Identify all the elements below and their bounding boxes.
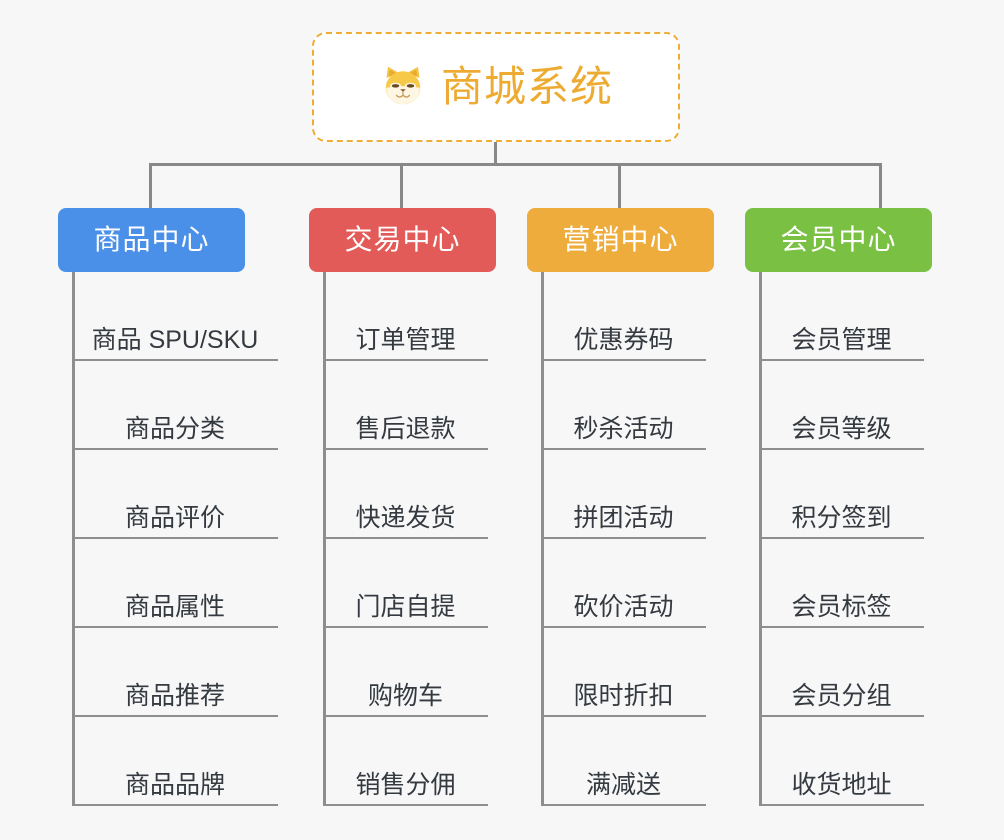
list-item-label: 限时折扣	[573, 682, 674, 710]
list-item-label: 商品评价	[124, 504, 225, 532]
list-item-label: 满减送	[585, 771, 661, 799]
column-stem	[541, 272, 544, 806]
list-item-label: 会员等级	[791, 415, 892, 443]
list-item-label: 砍价活动	[573, 593, 674, 621]
subitem-list: 会员管理 会员等级 积分签到 会员标签 会员分组 收货地址	[759, 272, 924, 806]
root-title: 商城系统	[440, 63, 613, 110]
list-item-label: 销售分佣	[355, 771, 456, 799]
list-item[interactable]: 秒杀活动	[541, 361, 706, 450]
column-stem	[72, 272, 75, 806]
category-label: 商品中心	[93, 224, 210, 255]
list-item[interactable]: 积分签到	[759, 450, 924, 539]
connector-horizontal-bus	[149, 163, 882, 166]
list-item-label: 会员标签	[791, 593, 892, 621]
list-item[interactable]: 会员分组	[759, 628, 924, 717]
subitem-list: 商品 SPU/SKU 商品分类 商品评价 商品属性 商品推荐 商品品牌	[72, 272, 278, 806]
connector-drop-2	[400, 163, 403, 209]
shiba-dog-face-icon	[379, 63, 427, 111]
subitem-list: 优惠券码 秒杀活动 拼团活动 砍价活动 限时折扣 满减送	[541, 272, 706, 806]
column-stem	[759, 272, 762, 806]
list-item-label: 售后退款	[355, 415, 456, 443]
category-label: 会员中心	[780, 224, 897, 255]
subitem-list: 订单管理 售后退款 快递发货 门店自提 购物车 销售分佣	[323, 272, 488, 806]
list-item-label: 商品 SPU/SKU	[91, 326, 259, 354]
list-item[interactable]: 商品推荐	[72, 628, 278, 717]
list-item[interactable]: 会员管理	[759, 272, 924, 361]
list-item[interactable]: 门店自提	[323, 539, 488, 628]
list-item[interactable]: 拼团活动	[541, 450, 706, 539]
category-header-member-center[interactable]: 会员中心	[745, 208, 932, 272]
list-item[interactable]: 售后退款	[323, 361, 488, 450]
category-header-marketing-center[interactable]: 营销中心	[527, 208, 714, 272]
list-item[interactable]: 收货地址	[759, 717, 924, 806]
connector-drop-3	[618, 163, 621, 209]
connector-drop-1	[149, 163, 152, 209]
list-item-label: 商品分类	[124, 415, 225, 443]
list-item-label: 收货地址	[791, 771, 892, 799]
list-item-label: 快递发货	[355, 504, 456, 532]
list-item-label: 门店自提	[355, 593, 456, 621]
category-header-product-center[interactable]: 商品中心	[58, 208, 245, 272]
list-item-label: 商品属性	[124, 593, 225, 621]
list-item[interactable]: 满减送	[541, 717, 706, 806]
list-item-label: 积分签到	[791, 504, 892, 532]
list-item-label: 优惠券码	[573, 326, 674, 354]
list-item[interactable]: 会员标签	[759, 539, 924, 628]
list-item-label: 会员分组	[791, 682, 892, 710]
list-item[interactable]: 砍价活动	[541, 539, 706, 628]
list-item[interactable]: 快递发货	[323, 450, 488, 539]
list-item-label: 会员管理	[791, 326, 892, 354]
column-stem	[323, 272, 326, 806]
list-item-label: 秒杀活动	[573, 415, 674, 443]
root-node[interactable]: 商城系统	[312, 32, 680, 142]
list-item[interactable]: 商品品牌	[72, 717, 278, 806]
list-item[interactable]: 购物车	[323, 628, 488, 717]
category-label: 营销中心	[562, 224, 679, 255]
list-item-label: 订单管理	[355, 326, 456, 354]
connector-root-drop	[494, 142, 497, 166]
category-label: 交易中心	[344, 224, 461, 255]
list-item[interactable]: 订单管理	[323, 272, 488, 361]
list-item[interactable]: 限时折扣	[541, 628, 706, 717]
list-item[interactable]: 会员等级	[759, 361, 924, 450]
category-header-trade-center[interactable]: 交易中心	[309, 208, 496, 272]
list-item[interactable]: 商品 SPU/SKU	[72, 272, 278, 361]
list-item[interactable]: 优惠券码	[541, 272, 706, 361]
list-item-label: 拼团活动	[573, 504, 674, 532]
list-item[interactable]: 商品属性	[72, 539, 278, 628]
connector-drop-4	[879, 163, 882, 209]
list-item-label: 商品品牌	[124, 771, 225, 799]
list-item[interactable]: 销售分佣	[323, 717, 488, 806]
list-item[interactable]: 商品评价	[72, 450, 278, 539]
list-item[interactable]: 商品分类	[72, 361, 278, 450]
list-item-label: 商品推荐	[124, 682, 225, 710]
list-item-label: 购物车	[367, 682, 443, 710]
